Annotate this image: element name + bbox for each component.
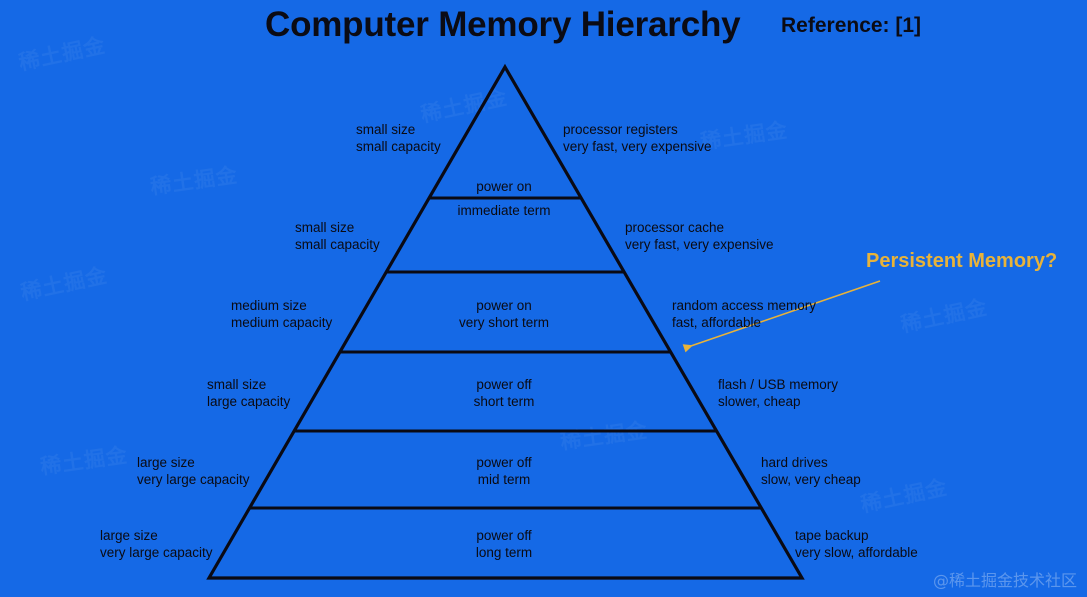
level-3-left-line1: medium size (231, 298, 307, 313)
level-5-left-line1: large size (137, 455, 195, 470)
level-1-center-line2: immediate term (457, 203, 551, 218)
level-5-left-line2: very large capacity (137, 472, 250, 487)
level-1-right-label: processor registers very fast, very expe… (563, 121, 712, 155)
level-4-center-line2: short term (473, 394, 535, 409)
level-3-center-line1: power on (476, 298, 532, 313)
level-2-right-label: processor cache very fast, very expensiv… (625, 219, 774, 253)
level-1-left-line2: small capacity (356, 139, 441, 154)
level-5-center-label: power off mid term (476, 454, 531, 488)
level-4-center-line1: power off (476, 377, 532, 392)
level-1-center-label-2: immediate term (457, 202, 550, 219)
level-1-left-line1: small size (356, 122, 416, 137)
level-5-center-line1: power off (476, 455, 532, 470)
level-4-left-label: small size large capacity (207, 376, 290, 410)
level-6-center-line1: power off (476, 528, 532, 543)
level-3-center-label: power on very short term (459, 297, 549, 331)
level-5-right-line1: hard drives (761, 455, 828, 470)
level-6-center-line2: long term (475, 545, 533, 560)
level-1-center-label: power on (476, 178, 532, 195)
level-6-left-line2: very large capacity (100, 545, 213, 560)
level-6-right-line1: tape backup (795, 528, 869, 543)
level-3-left-line2: medium capacity (231, 315, 333, 330)
level-4-center-label: power off short term (474, 376, 535, 410)
reference-label: Reference: [1] (781, 14, 922, 37)
level-6-right-line2: very slow, affordable (795, 545, 918, 560)
level-6-left-line1: large size (100, 528, 158, 543)
level-4-right-label: flash / USB memory slower, cheap (718, 376, 838, 410)
level-5-right-label: hard drives slow, very cheap (761, 454, 861, 488)
level-1-center-line1: power on (476, 179, 532, 194)
level-3-right-line2: fast, affordable (672, 315, 762, 330)
level-4-right-line2: slower, cheap (718, 394, 801, 409)
level-6-left-label: large size very large capacity (100, 527, 213, 561)
level-1-right-line1: processor registers (563, 122, 678, 137)
level-2-right-line2: very fast, very expensive (625, 237, 774, 252)
level-2-left-line1: small size (295, 220, 355, 235)
level-2-left-label: small size small capacity (295, 219, 380, 253)
level-5-center-line2: mid term (477, 472, 531, 487)
level-3-center-line2: very short term (458, 315, 550, 330)
level-6-center-label: power off long term (476, 527, 532, 561)
level-4-right-line1: flash / USB memory (718, 377, 839, 392)
level-2-right-line1: processor cache (625, 220, 725, 235)
level-4-left-line1: small size (207, 377, 267, 392)
level-2-left-line2: small capacity (295, 237, 380, 252)
level-6-right-label: tape backup very slow, affordable (795, 527, 918, 561)
persistent-memory-annotation: Persistent Memory? (866, 250, 1058, 272)
level-5-right-line2: slow, very cheap (761, 472, 861, 487)
pyramid-outline (206, 63, 805, 580)
site-watermark: @稀土掘金技术社区 (932, 571, 1077, 590)
level-1-left-label: small size small capacity (356, 121, 441, 155)
level-3-right-label: random access memory fast, affordable (672, 297, 816, 331)
level-4-left-line2: large capacity (207, 394, 291, 409)
level-1-right-line2: very fast, very expensive (563, 139, 712, 154)
level-5-left-label: large size very large capacity (137, 454, 250, 488)
level-3-left-label: medium size medium capacity (231, 297, 332, 331)
page-title: Computer Memory Hierarchy (265, 5, 741, 44)
level-3-right-line1: random access memory (672, 298, 817, 313)
persistent-memory-arrow (682, 280, 881, 353)
